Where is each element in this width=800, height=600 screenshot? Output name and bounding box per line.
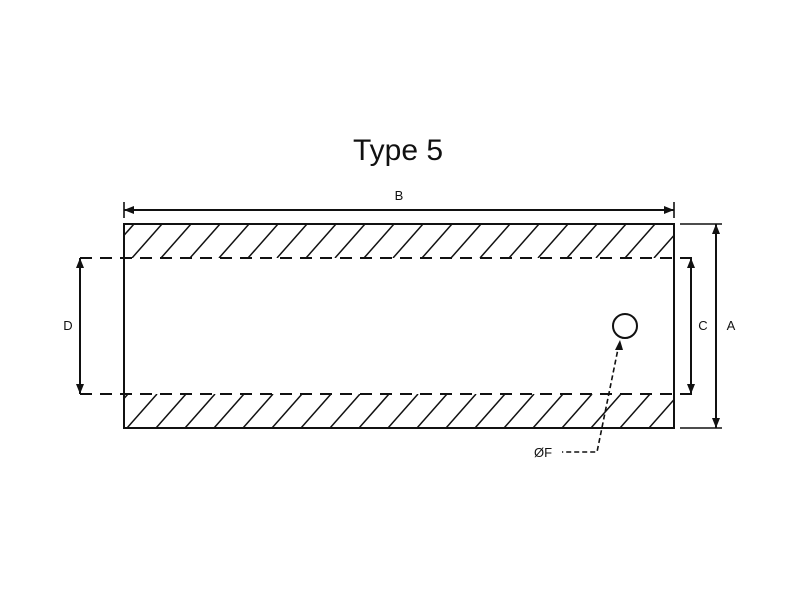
hole-leader xyxy=(562,343,620,453)
dimension-a: A xyxy=(680,223,736,429)
dimension-d-label: D xyxy=(63,318,72,333)
dimension-c-label: C xyxy=(698,318,707,333)
dimension-b: B xyxy=(123,188,675,218)
hole-f-label: ØF xyxy=(534,445,552,460)
dimension-d: D xyxy=(63,258,84,394)
hole-circle xyxy=(612,313,638,339)
top-wall-hatch xyxy=(124,224,674,258)
bottom-wall-hatch xyxy=(124,394,674,428)
bushing-outline xyxy=(123,223,675,429)
hole-f: ØF xyxy=(534,313,638,460)
drawing-title: Type 5 xyxy=(353,134,443,167)
dimension-a-label: A xyxy=(727,318,736,333)
dimension-c: C xyxy=(687,258,708,394)
dimension-b-label: B xyxy=(395,188,404,203)
